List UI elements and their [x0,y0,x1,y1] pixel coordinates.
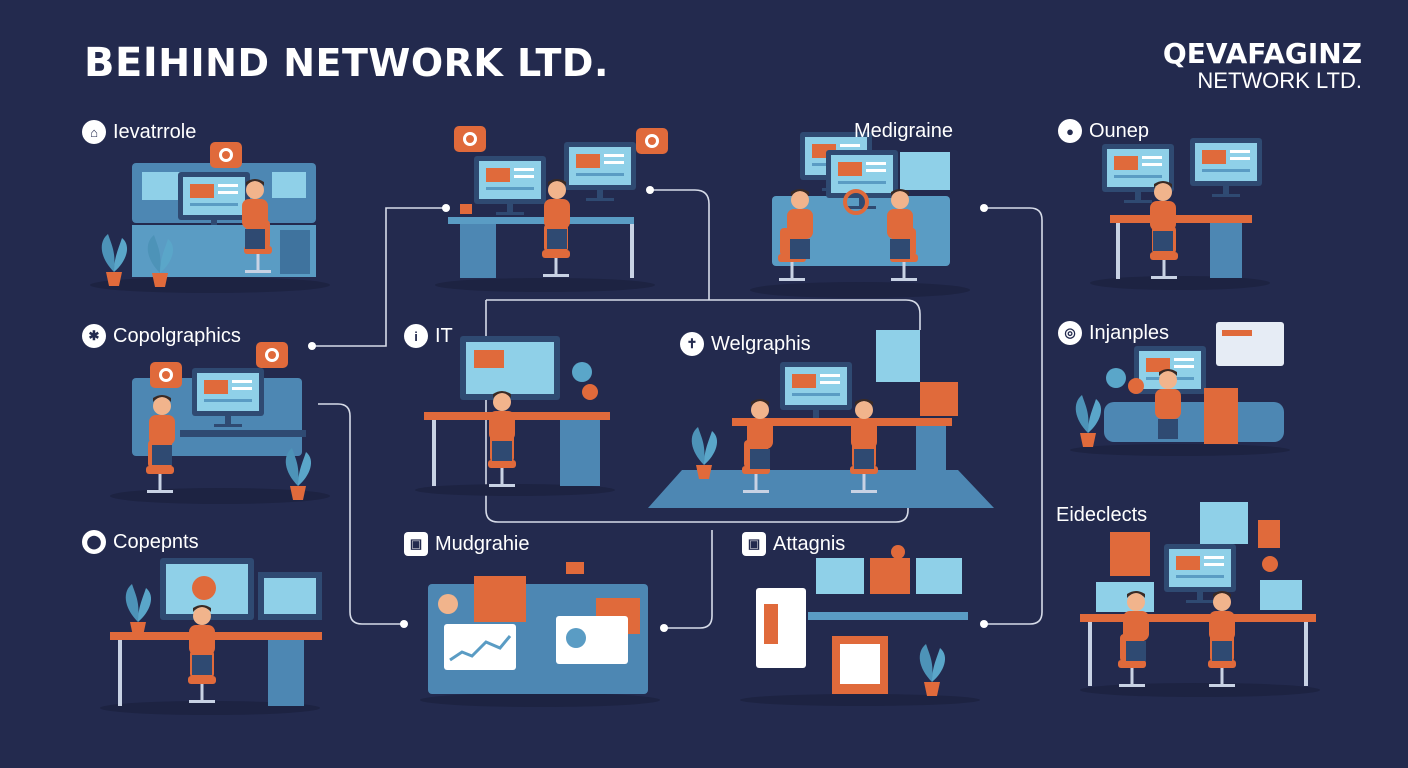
connector-dots [308,186,988,632]
node-label-injanples: ◎ Injanples [1058,321,1169,345]
info-icon: i [404,324,428,348]
node-label-text: Eideclects [1056,504,1148,526]
node-label-mudgrahie: ▣ Mudgrahie [404,532,530,556]
node-label-eideclects: Eideclects [1056,504,1147,527]
scene-ievatrrole [90,142,330,293]
node-label-text: Ievatrrole [113,120,197,143]
node-label-copepnts: ⬤ Copepnts [82,530,199,554]
node-label-text: IT [435,324,453,347]
node-label-welgraphis: ✝ Welgraphis [680,332,811,356]
gear-icon: ✱ [82,324,106,348]
ring-icon: ◎ [1058,321,1082,345]
node-label-text: Copolgraphics [113,324,241,347]
node-label-text: Injanples [1089,321,1170,344]
scene-mudgrahie [420,562,660,707]
node-label-ounep: ● Ounep [1058,119,1149,143]
scene-injanples [1070,322,1290,456]
node-label-text: Medigraine [854,120,953,142]
brand-line-1: QEVAFAGINZ [1162,37,1362,70]
brand-line-2: NETWORK LTD. [1197,68,1362,93]
node-label-attagnis: ▣ Attagnis [742,532,845,556]
user-icon: ● [1058,119,1082,143]
square-icon: ▣ [742,532,766,556]
node-label-text: Attagnis [773,532,846,555]
scene-ounep [1090,138,1270,290]
node-label-it: i IT [404,324,453,348]
scene-copepnts [100,558,322,715]
scene-eideclects [1080,502,1320,697]
brand-block: QEVAFAGINZ NETWORK LTD. [1163,40,1362,92]
scene-medigraine [750,132,970,298]
connector-lines [312,189,1043,629]
node-label-medigraine: Medigraine [854,120,953,143]
node-label-text: Welgraphis [711,332,811,355]
node-label-text: Ounep [1089,119,1150,142]
node-label-copolgraphics: ✱ Copolgraphics [82,324,241,348]
company-title: BEIHIND NETWORK LTD. [84,40,609,86]
scene-top-center [435,126,668,292]
location-pin-icon: ⬤ [82,530,106,554]
node-label-text: Copepnts [113,530,199,553]
node-label-ievatrrole: ⌂ Ievatrrole [82,120,196,144]
scene-copolgraphics [110,342,330,504]
home-icon: ⌂ [82,120,106,144]
person-icon: ✝ [680,332,704,356]
square-icon: ▣ [404,532,428,556]
node-label-text: Mudgrahie [435,532,530,555]
scene-attagnis [740,545,980,706]
scene-welgraphis [648,330,994,508]
scene-it [415,336,615,496]
